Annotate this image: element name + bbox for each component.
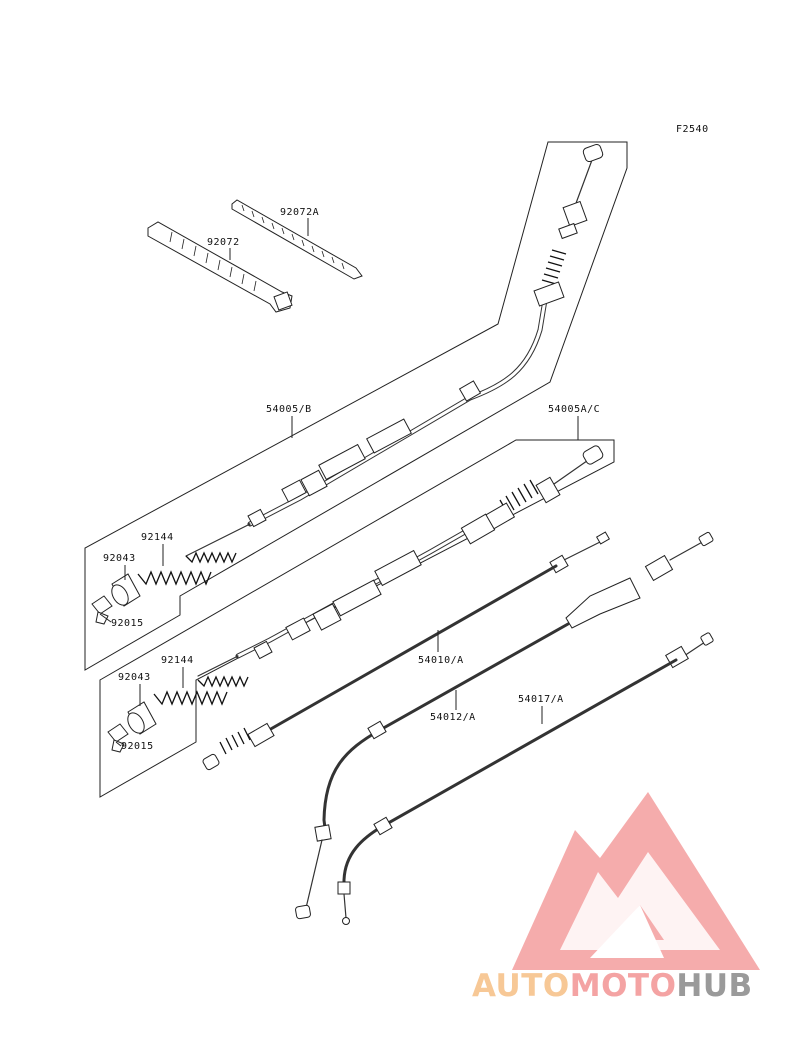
watermark-text: AUTOMOTOHUB xyxy=(472,968,753,1004)
cable-54012-a-part xyxy=(295,531,714,920)
watermark-triangle-inner-icon xyxy=(560,852,720,950)
spring-92144-rod-upper-part xyxy=(185,551,237,564)
label-92072A: 92072A xyxy=(280,207,319,218)
label-54012-a: 54012/A xyxy=(430,712,476,723)
label-92015-upper: 92015 xyxy=(111,618,144,629)
label-92072: 92072 xyxy=(207,237,240,248)
svg-text:AUTOMOTOHUB: AUTOMOTOHUB xyxy=(472,968,753,1004)
spring-92144-lower-part xyxy=(153,690,228,706)
watermark-auto: AUTO xyxy=(472,968,570,1004)
label-54005-ac: 54005A/C xyxy=(548,404,600,415)
nut-92015-upper-part xyxy=(91,595,113,625)
label-92015-lower: 92015 xyxy=(121,741,154,752)
spring-92144-upper-part xyxy=(137,570,212,586)
cable-54005-b-part xyxy=(185,143,604,557)
label-92043-upper: 92043 xyxy=(103,553,136,564)
label-92144-lower: 92144 xyxy=(161,655,194,666)
spring-92144-rod-lower-part xyxy=(197,675,249,688)
label-54017-a: 54017/A xyxy=(518,694,564,705)
cable-54010-a-part xyxy=(202,531,611,771)
watermark-logo xyxy=(512,792,760,970)
label-92144-upper: 92144 xyxy=(141,532,174,543)
label-54005-b: 54005/B xyxy=(266,404,312,415)
nut-92015-lower-part xyxy=(107,723,129,753)
watermark-hub: HUB xyxy=(676,968,752,1004)
cable-54005-ac-part xyxy=(197,445,604,677)
band-92072A-part xyxy=(231,199,363,280)
group-outline-lower xyxy=(99,439,615,798)
label-92043-lower: 92043 xyxy=(118,672,151,683)
cable-54017-a-part xyxy=(337,632,714,925)
label-54010-a: 54010/A xyxy=(418,655,464,666)
band-92072-part xyxy=(147,221,293,313)
figure-code: F2540 xyxy=(676,124,709,135)
collar-92043-upper-part xyxy=(111,573,141,607)
collar-92043-lower-part xyxy=(127,701,157,735)
watermark-moto: MOTO xyxy=(570,968,677,1004)
